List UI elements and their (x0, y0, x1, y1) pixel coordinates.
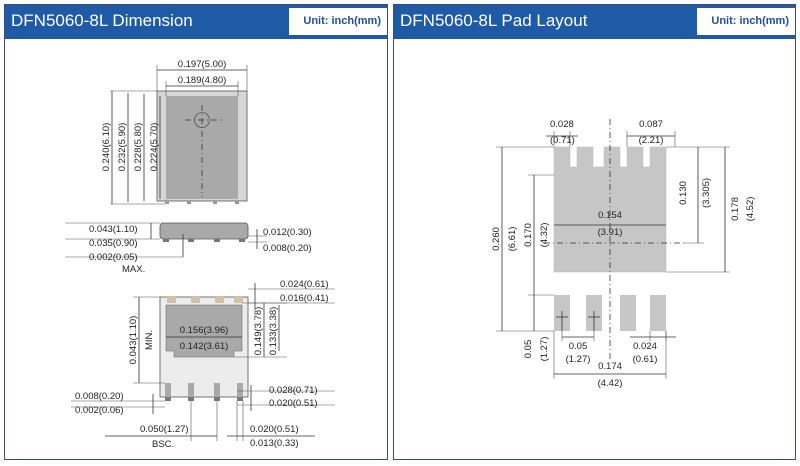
pad-bottom-0024: 0.024 (633, 341, 657, 352)
dim-side-0012: 0.012(0.30) (263, 227, 312, 238)
dim-lead-0028: 0.028(0.71) (269, 385, 318, 396)
dim-0240: 0.240(6.10) (101, 123, 112, 172)
dimension-drawing: 0.197(5.00) 0.189(4.80) 0.240(6.10) 0.23… (65, 59, 335, 450)
pad-right-452: (4.52) (745, 197, 756, 222)
dim-0232: 0.232(5.90) (117, 123, 128, 172)
top-view: 0.197(5.00) 0.189(4.80) 0.240(6.10) 0.23… (101, 59, 248, 205)
dim-pad-0133: 0.133(3.38) (268, 307, 279, 356)
bsc-label: BSC. (152, 439, 174, 450)
pad-left-0260: 0.260 (491, 227, 502, 251)
dim-bottom-0008: 0.008(0.20) (75, 391, 124, 402)
pad-bottom-061: (0.61) (633, 354, 658, 365)
pad-top-0028: 0.028 (550, 119, 574, 130)
dim-0228: 0.228(5.80) (133, 123, 144, 172)
dim-lead-0024: 0.024(0.61) (280, 279, 329, 290)
dim-side-0008: 0.008(0.20) (263, 243, 312, 254)
dim-side-0043: 0.043(1.10) (89, 224, 138, 235)
pad-left-127: (1.27) (539, 337, 550, 362)
dim-side-0035: 0.035(0.90) (89, 238, 138, 249)
pad-bottom-005: 0.05 (569, 341, 588, 352)
pad-left-661: (6.61) (507, 227, 518, 252)
pad-bottom-442: (4.42) (598, 378, 623, 389)
pad-right-0178: 0.178 (730, 197, 741, 221)
dim-side-0002: 0.002(0.05) (89, 252, 138, 263)
dim-pad-0142: 0.142(3.61) (180, 341, 229, 352)
pad-layout-drawing: 0.028 (0.71) 0.087 (2.21) 0.154 (3.91) 0… (491, 119, 756, 389)
dim-0189: 0.189(4.80) (178, 75, 227, 86)
dim-pad-0156: 0.156(3.96) (180, 325, 229, 336)
pad-mid-391: (3.91) (598, 227, 623, 238)
dimension-panel: DFN5060-8L Dimension Unit: inch(mm) 0.19… (4, 4, 388, 460)
dim-bottom-0002: 0.002(0.06) (75, 405, 124, 416)
pad-top-0087: 0.087 (639, 119, 663, 130)
dim-lead-width-0013: 0.013(0.33) (250, 438, 299, 449)
dim-bottom-0043: 0.043(1.10) (128, 316, 139, 365)
dim-0224: 0.224(5.70) (149, 123, 160, 172)
pad-layout-panel-header: DFN5060-8L Pad Layout Unit: inch(mm) (394, 5, 795, 39)
dimension-unit-label: Unit: inch(mm) (289, 8, 387, 35)
pad-left-432: (4.32) (539, 223, 550, 248)
pad-left-0170: 0.170 (523, 223, 534, 247)
min-label: MIN. (144, 330, 155, 350)
side-view: 0.043(1.10) 0.035(0.90) 0.002(0.05) MAX.… (65, 222, 312, 275)
max-label: MAX. (122, 264, 145, 275)
dim-pitch: 0.050(1.27) (140, 424, 189, 435)
pad-bottom-0174: 0.174 (598, 361, 622, 372)
dimension-panel-header: DFN5060-8L Dimension Unit: inch(mm) (5, 5, 387, 39)
pad-top-071: (0.71) (550, 135, 575, 146)
dim-0197: 0.197(5.00) (178, 59, 227, 70)
dim-lead-0020: 0.020(0.51) (269, 398, 318, 409)
bottom-view: 0.156(3.96) 0.142(3.61) 0.149(3.78) 0.13… (71, 279, 335, 450)
dim-lead-0016: 0.016(0.41) (280, 293, 329, 304)
pad-bottom-127: (1.27) (566, 354, 591, 365)
dim-pad-0149: 0.149(3.78) (253, 307, 264, 356)
pad-left-005: 0.05 (523, 340, 534, 359)
dim-lead-width-0020: 0.020(0.51) (250, 424, 299, 435)
pad-layout: 0.028 (0.71) 0.087 (2.21) 0.154 (3.91) 0… (491, 119, 756, 389)
pad-mid-0154: 0.154 (598, 210, 622, 221)
pad-right-0130: 0.130 (678, 181, 689, 205)
dimension-panel-title: DFN5060-8L Dimension (11, 11, 193, 30)
pad-layout-unit-label: Unit: inch(mm) (697, 8, 795, 35)
pad-layout-panel: DFN5060-8L Pad Layout Unit: inch(mm) 0.0… (393, 4, 796, 460)
pad-right-3305: (3.305) (701, 178, 712, 208)
pad-layout-panel-title: DFN5060-8L Pad Layout (400, 11, 588, 30)
pad-top-221: (2.21) (639, 135, 664, 146)
